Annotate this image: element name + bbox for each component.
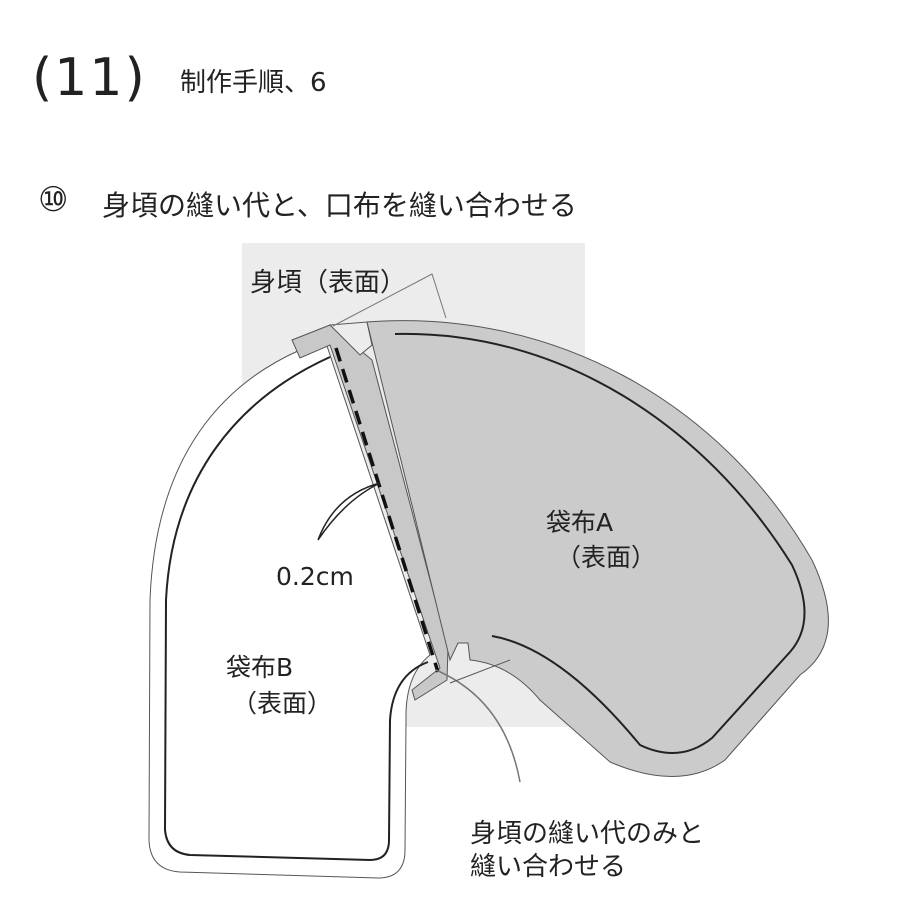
measurement-label: 0.2cm: [276, 562, 354, 591]
note-line-1: 身頃の縫い代のみと: [470, 819, 705, 849]
bag-a-edge-leader: [449, 659, 511, 684]
bag-b-label: 袋布B: [226, 653, 294, 682]
bag-b-stitch-line: [163, 356, 429, 862]
bag-a-surface-label: （表面）: [556, 543, 657, 572]
subheading-text: 身頃の縫い代と、口布を縫い合わせる: [102, 189, 577, 222]
body-notch: [328, 321, 373, 356]
body-label-leader: [332, 273, 447, 327]
body-surface-label: 身頃（表面）: [250, 268, 407, 298]
stitch-dashed-line: [334, 347, 440, 673]
measurement-arrow: [317, 482, 381, 541]
bag-a-piece: [366, 320, 829, 777]
step-number: (11): [32, 48, 147, 108]
note-line-2: 縫い合わせる: [470, 852, 627, 882]
bag-a-label: 袋布A: [546, 508, 614, 537]
bag-a-stitch-line: [394, 332, 806, 754]
step-title: 制作手順、6: [180, 68, 327, 98]
bag-b-surface-label: （表面）: [232, 689, 333, 718]
bag-b-piece: [148, 339, 431, 879]
step-marker: ⑩: [38, 180, 69, 220]
note-leader: [435, 669, 521, 783]
